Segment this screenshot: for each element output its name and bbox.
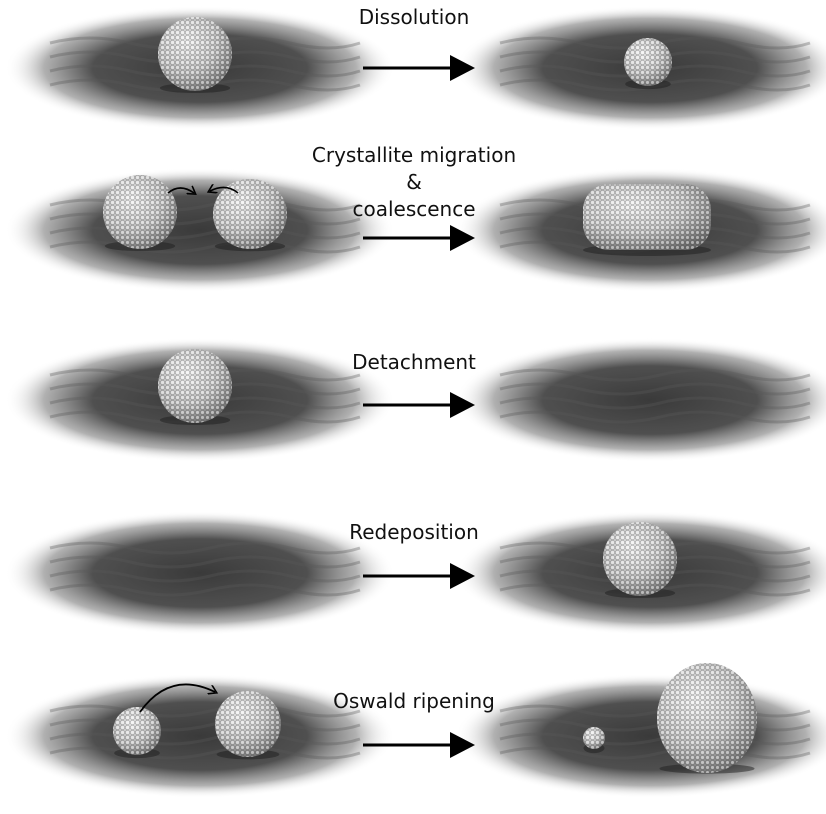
support-after [455, 338, 826, 462]
mechanism-row: Dissolution [5, 5, 826, 130]
mechanism-label-line: Crystallite migration [312, 143, 516, 167]
mechanism-label-line: coalescence [352, 197, 475, 221]
mechanism-label-line: & [406, 170, 422, 194]
mechanism-label-line: Dissolution [359, 5, 470, 29]
mechanism-row: Crystallite migration & coalescence [5, 143, 826, 292]
support-before [5, 168, 395, 292]
mechanism-label: Redeposition [349, 520, 479, 544]
mechanism-label-line: Oswald ripening [333, 689, 495, 713]
shrunken-nanoparticle [624, 38, 672, 89]
mechanism-row: Redeposition [5, 511, 826, 635]
support-after [455, 674, 826, 798]
mechanism-label-line: Redeposition [349, 520, 479, 544]
mechanism-label: Oswald ripening [333, 689, 495, 713]
large-nanoparticle [657, 663, 757, 774]
small-nanoparticle [113, 707, 161, 758]
mechanism-label: Detachment [352, 350, 476, 374]
support-before [5, 511, 395, 635]
mechanism-label: Dissolution [359, 5, 470, 29]
mechanism-row: Oswald ripening [5, 663, 826, 798]
mechanism-row: Detachment [5, 338, 826, 462]
coalesced-nanoparticle [583, 184, 711, 256]
tiny-nanoparticle [583, 727, 605, 753]
mechanism-label-line: Detachment [352, 350, 476, 374]
